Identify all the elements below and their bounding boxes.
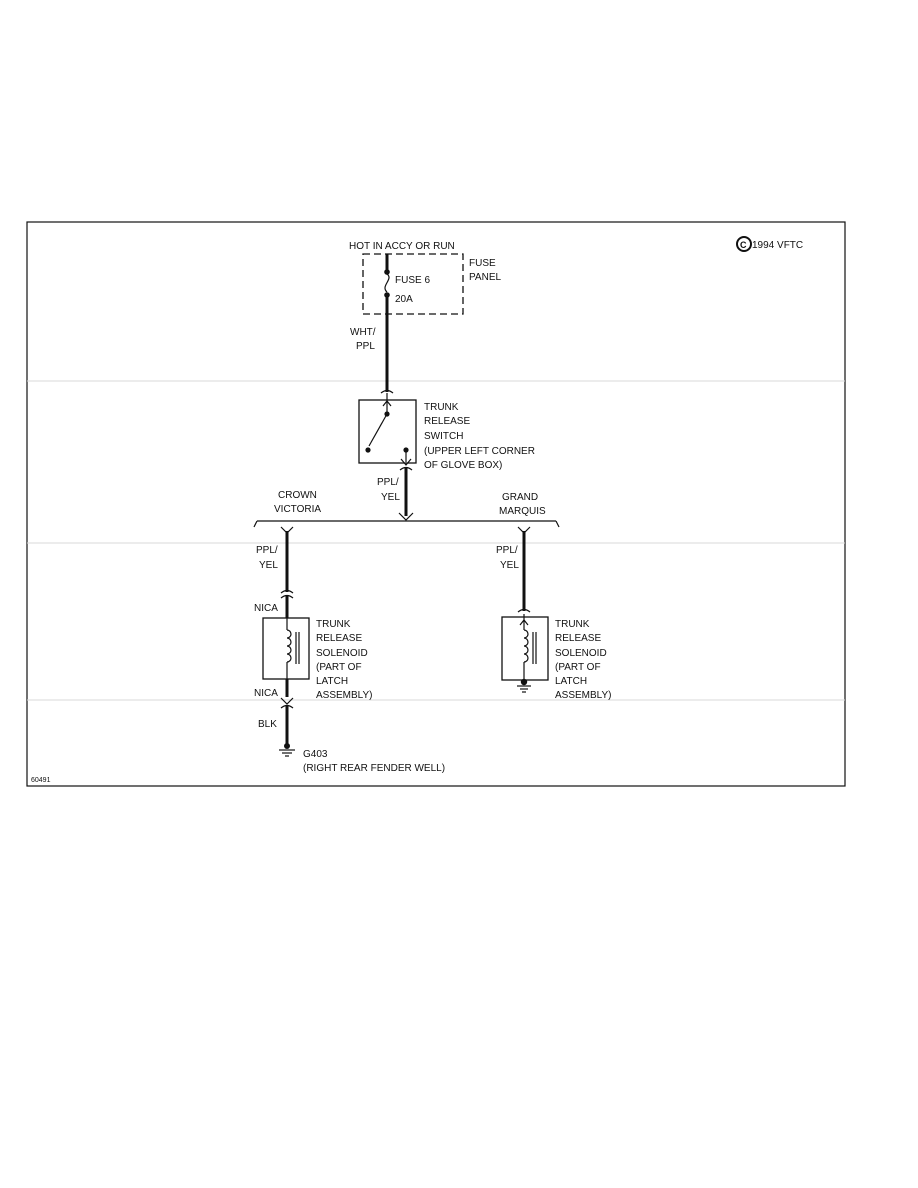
branch-left-label-1: CROWN [278,490,317,501]
fuse-name: FUSE 6 [395,275,430,286]
connector-bottom-label: NICA [254,688,278,699]
right-solenoid-box [501,616,549,681]
branch-right-label-1: GRAND [502,492,538,503]
fuse-6-symbol [384,273,390,293]
wire-right-label-1: PPL/ [496,545,518,556]
switch-label-5: OF GLOVE BOX) [424,460,502,471]
left-solenoid-label-1: TRUNK [316,619,351,630]
nica-connector-top [280,589,294,594]
fuse-panel-label-1: FUSE [469,258,496,269]
wire-left-label-2: YEL [259,560,278,571]
right-solenoid-coil [523,629,529,663]
wire-main-label-1: WHT/ [350,327,376,338]
left-solenoid-box [262,617,310,680]
right-solenoid-label-2: RELEASE [555,633,601,644]
left-solenoid-label-4: (PART OF [316,662,362,673]
right-ground-icon [517,685,531,693]
right-solenoid-label-5: LATCH [555,676,587,687]
switch-label-1: TRUNK [424,402,459,413]
fuse-panel-box [362,253,464,315]
diagram-frame [26,221,846,787]
left-solenoid-label-6: ASSEMBLY) [316,690,373,701]
left-solenoid-label-3: SOLENOID [316,648,368,659]
left-solenoid-coil [286,629,292,663]
nica-connector-bottom [280,697,294,705]
fuse-terminal-bottom [384,292,390,298]
background-grid [27,380,845,701]
switch-label-2: RELEASE [424,416,470,427]
left-solenoid-label-5: LATCH [316,676,348,687]
right-solenoid-label-1: TRUNK [555,619,590,630]
wire-left-label-1: PPL/ [256,545,278,556]
svg-text:C: C [740,240,747,250]
right-solenoid-label-6: ASSEMBLY) [555,690,612,701]
figure-id: 60491 [31,777,51,784]
left-solenoid-label-2: RELEASE [316,633,362,644]
switch-label-4: (UPPER LEFT CORNER [424,446,535,457]
right-solenoid-connector [517,608,531,613]
switch-contact-arm [368,413,388,447]
ground-id: G403 [303,749,328,760]
copyright-mark: C 1994 VFTC [736,236,803,252]
switch-input-connector [380,389,394,394]
ground-location: (RIGHT REAR FENDER WELL) [303,763,445,774]
connector-top-label: NICA [254,603,278,614]
wire-right-label-2: YEL [500,560,519,571]
wire-main-label-2: PPL [356,341,375,352]
right-solenoid-label-4: (PART OF [555,662,601,673]
ground-g403-icon [279,749,295,757]
power-source-label: HOT IN ACCY OR RUN [349,241,455,252]
fuse-panel-label-2: PANEL [469,272,501,283]
wire-switch-out-label-1: PPL/ [377,477,399,488]
copyright-text: 1994 VFTC [752,240,803,251]
ground-wire-label: BLK [258,719,277,730]
branch-left-label-2: VICTORIA [274,504,321,515]
switch-output-connector [399,466,413,471]
branch-right-label-2: MARQUIS [499,506,546,517]
fuse-terminal-top [384,269,390,275]
wire-switch-out-label-2: YEL [381,492,400,503]
switch-label-3: SWITCH [424,431,463,442]
right-solenoid-label-3: SOLENOID [555,648,607,659]
fuse-rating: 20A [395,294,413,305]
